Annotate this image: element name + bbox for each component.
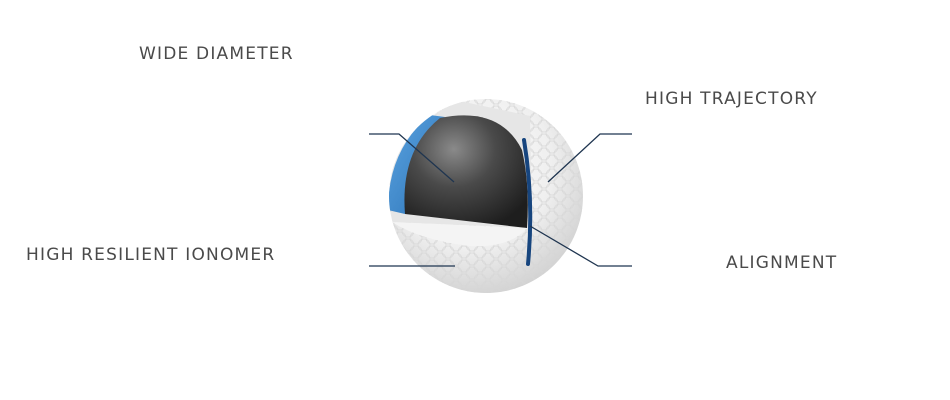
label-alignment: ALIGNMENT — [726, 253, 837, 273]
label-high-trajectory: HIGH TRAJECTORY — [645, 89, 818, 109]
label-high-resilient-ionomer: HIGH RESILIENT IONOMER — [26, 245, 275, 265]
golf-ball-cutaway-icon — [388, 99, 583, 293]
label-wide-diameter: WIDE DIAMETER — [139, 44, 294, 64]
